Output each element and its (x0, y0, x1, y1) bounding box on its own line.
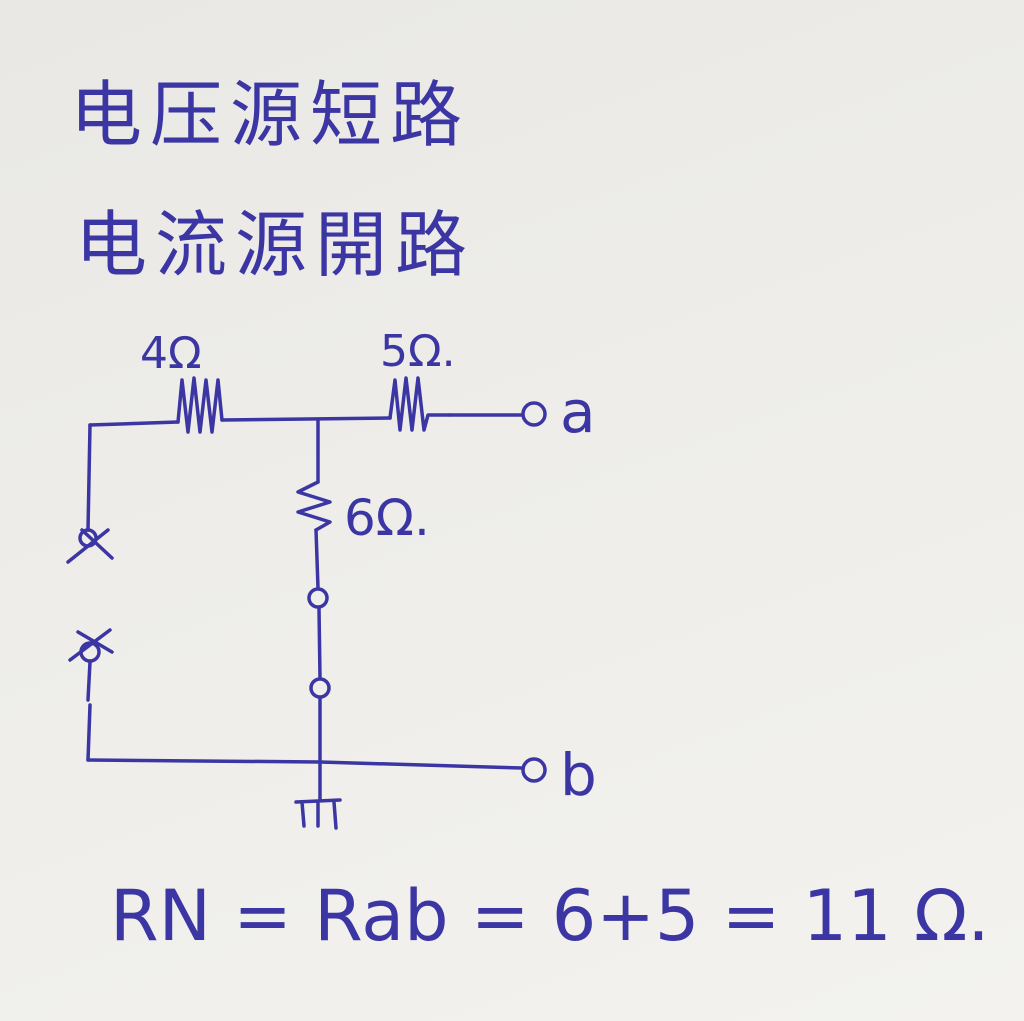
resistor-6-ohm (296, 480, 332, 532)
wire-left-bottom (86, 660, 92, 762)
terminal-a-label: a (560, 378, 596, 446)
circuit-diagram: a 4Ω 5Ω. 6Ω. b (66, 326, 597, 830)
note-current-source-opened: 电流源開路 (75, 203, 475, 287)
wire-top-middle (220, 416, 392, 422)
cross-mark-icon (66, 528, 114, 564)
equation: RN = Rab = 6+5 = 11 Ω. (110, 875, 990, 957)
wire-top-left (88, 420, 180, 427)
cross-mark-icon (68, 628, 114, 662)
resistor-4-ohm (176, 376, 224, 434)
ground-icon (294, 760, 342, 830)
resistor-4-ohm-label: 4Ω (140, 328, 202, 379)
terminal-b (521, 757, 547, 783)
note-voltage-source-shorted: 电压源短路 (70, 73, 470, 157)
terminal-a (521, 401, 547, 427)
resistor-5-ohm-label: 5Ω. (380, 326, 456, 377)
wire-middle-branch-lower (314, 528, 322, 762)
resistor-6-ohm-label: 6Ω. (344, 489, 430, 547)
wire-left-top (86, 423, 92, 532)
wire-bottom (86, 758, 524, 770)
resistor-5-ohm (388, 376, 452, 432)
open-terminal-lower (309, 677, 331, 699)
terminal-b-label: b (560, 741, 597, 809)
open-terminal-upper (307, 587, 329, 609)
